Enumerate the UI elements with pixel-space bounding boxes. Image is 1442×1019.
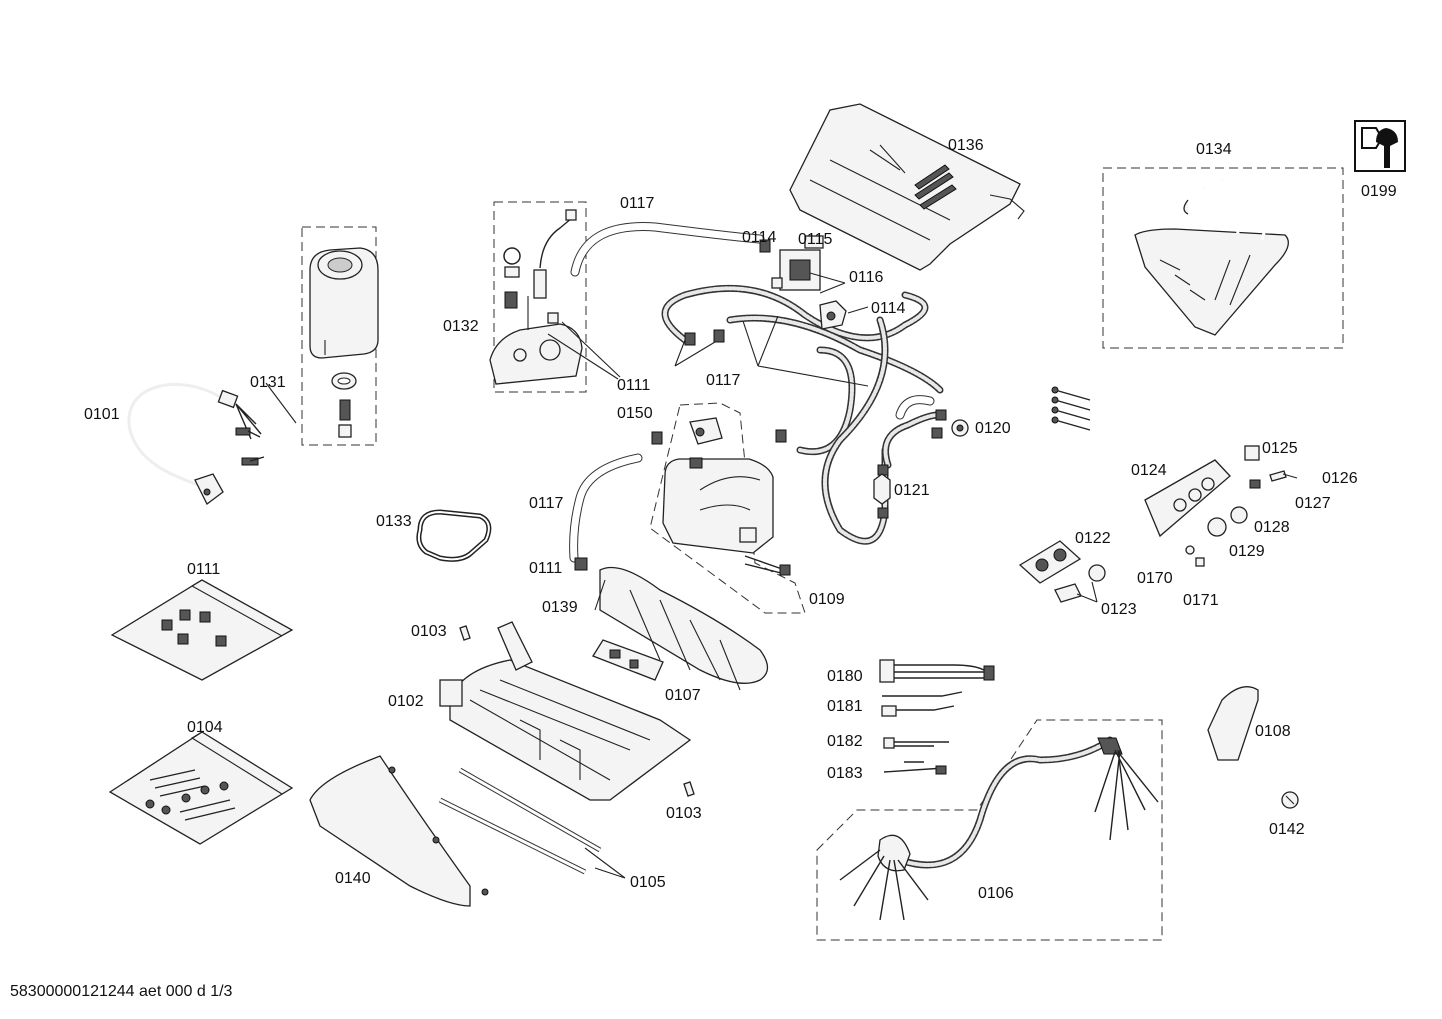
label-0183: 0183	[827, 765, 863, 782]
label-0129: 0129	[1229, 543, 1265, 560]
label-0114-b: 0114	[871, 300, 906, 317]
label-0133: 0133	[376, 513, 412, 530]
label-0123: 0123	[1101, 601, 1137, 618]
label-0114-a: 0114	[742, 229, 777, 246]
label-0116: 0116	[849, 269, 884, 286]
control-panel-part	[1144, 445, 1287, 567]
label-0126: 0126	[1322, 470, 1358, 487]
rear-cover-part	[1207, 686, 1299, 809]
label-0142: 0142	[1269, 821, 1305, 838]
label-0124: 0124	[1131, 462, 1167, 479]
label-0180: 0180	[827, 668, 863, 685]
handle-shell-part	[789, 103, 1025, 271]
part-labels: 0101 0102 0103 0103 0104 0105 0106 0107 …	[84, 137, 1397, 902]
cord-sleeve-part	[816, 719, 1163, 941]
label-0131: 0131	[250, 374, 286, 391]
label-0171: 0171	[1183, 592, 1219, 609]
water-tank-part	[301, 226, 379, 446]
label-0120: 0120	[975, 420, 1011, 437]
label-0109: 0109	[809, 591, 845, 608]
label-0106: 0106	[978, 885, 1014, 902]
power-cord-part	[127, 383, 265, 505]
label-0181: 0181	[827, 698, 863, 715]
label-0122: 0122	[1075, 530, 1111, 547]
pump-assembly-part	[489, 201, 587, 393]
leader-lines	[265, 272, 1298, 879]
label-0125: 0125	[1262, 440, 1298, 457]
label-0134: 0134	[1196, 141, 1232, 158]
label-0150: 0150	[617, 405, 653, 422]
label-0199: 0199	[1361, 183, 1397, 200]
label-0170: 0170	[1137, 570, 1173, 587]
hose-set-part	[569, 222, 944, 563]
label-0182: 0182	[827, 733, 863, 750]
service-wrench-icon	[1354, 120, 1406, 172]
label-0104: 0104	[187, 719, 223, 736]
strip-set-part	[438, 767, 602, 875]
label-0108: 0108	[1255, 723, 1291, 740]
label-0117-b: 0117	[706, 372, 741, 389]
label-0121: 0121	[894, 482, 930, 499]
label-0132: 0132	[443, 318, 479, 335]
cable-set-part	[879, 659, 995, 775]
label-0102: 0102	[388, 693, 424, 710]
soleplate-bottom-part	[309, 755, 489, 907]
label-0139: 0139	[542, 599, 578, 616]
handle-cover-part	[594, 566, 769, 691]
label-0117-a: 0117	[620, 195, 655, 212]
label-0107: 0107	[665, 687, 701, 704]
label-0111-c: 0111	[187, 561, 220, 578]
label-0140: 0140	[335, 870, 371, 887]
steam-generator-part	[649, 402, 806, 614]
label-0127: 0127	[1295, 495, 1331, 512]
parts-bag-0104	[108, 731, 294, 845]
label-0105: 0105	[630, 874, 666, 891]
pcb-part	[592, 639, 664, 681]
label-0111-a: 0111	[617, 377, 650, 394]
clamps-valves-part	[574, 235, 969, 571]
label-0103-b: 0103	[666, 805, 702, 822]
label-0117-c: 0117	[529, 495, 564, 512]
parts-bag-0111	[110, 579, 294, 681]
cable-ties-part	[1051, 386, 1091, 431]
switches-part	[1018, 540, 1106, 603]
label-0111-b: 0111	[529, 560, 562, 577]
label-0103-a: 0103	[411, 623, 447, 640]
base-housing-part	[439, 621, 695, 801]
gasket-part	[416, 509, 492, 562]
label-0101: 0101	[84, 406, 120, 423]
label-0128: 0128	[1254, 519, 1290, 536]
document-id: 58300000121244 aet 000 d 1/3	[10, 983, 233, 1000]
label-0115: 0115	[798, 231, 833, 248]
soleplate-cover-set-part	[1102, 167, 1344, 349]
label-0136: 0136	[948, 137, 984, 154]
